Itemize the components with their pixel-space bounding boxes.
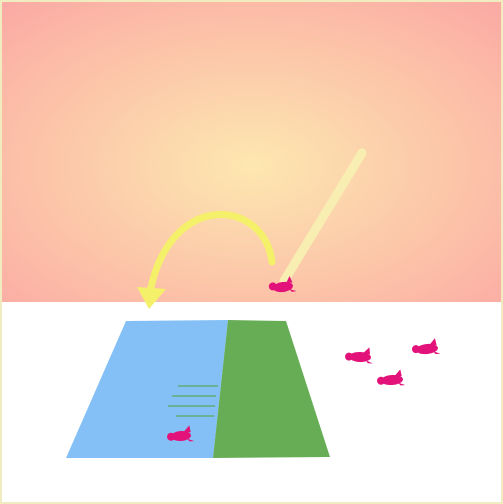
sky-background (0, 0, 503, 302)
